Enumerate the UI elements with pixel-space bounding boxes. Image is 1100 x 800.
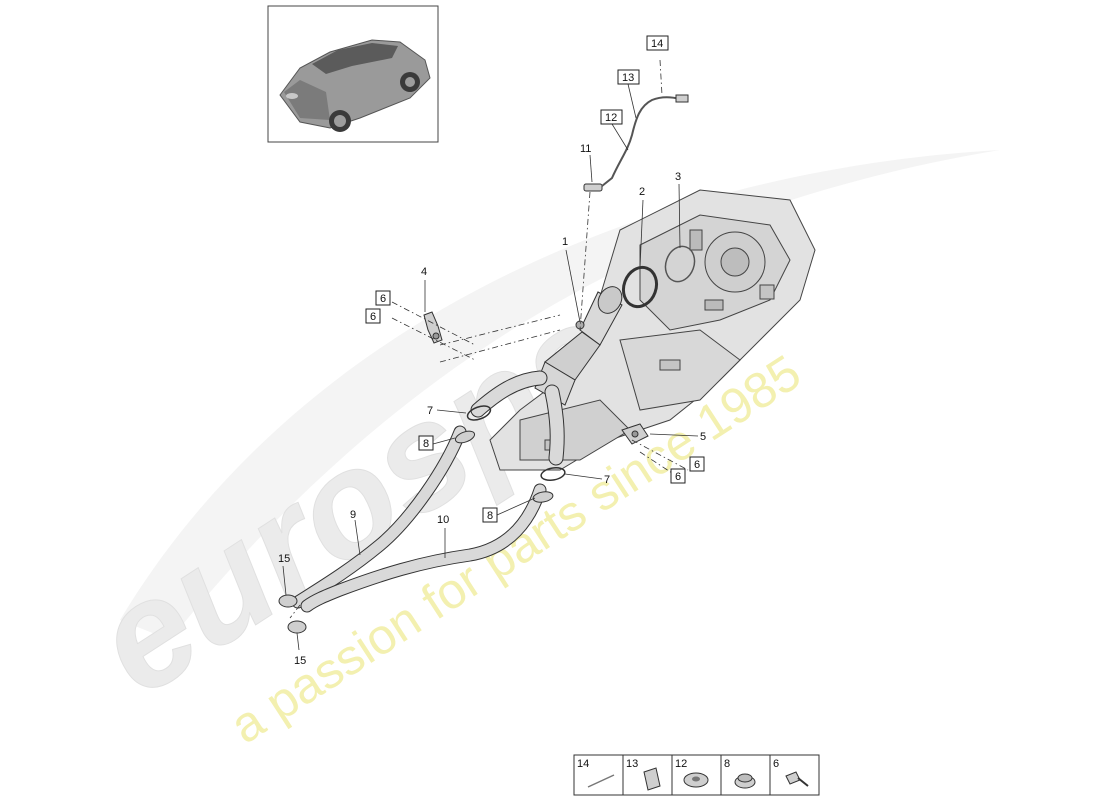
svg-text:6: 6 xyxy=(694,459,700,471)
callout-2: 2 xyxy=(639,186,645,198)
rear-pipe-10[interactable] xyxy=(300,483,547,613)
legend-cell-14[interactable]: 14 xyxy=(577,758,615,788)
bracket-5[interactable] xyxy=(621,423,649,445)
callout-box-6d: 6 xyxy=(670,468,686,484)
svg-text:13: 13 xyxy=(622,72,634,84)
svg-text:6: 6 xyxy=(675,471,681,483)
svg-text:8: 8 xyxy=(724,758,730,770)
callout-box-6a: 6 xyxy=(375,290,391,306)
svg-text:12: 12 xyxy=(675,758,687,770)
callout-3: 3 xyxy=(675,171,681,183)
sensor-wire[interactable] xyxy=(601,94,689,187)
tail-clamp-15-lower[interactable] xyxy=(287,620,307,634)
callout-15b: 15 xyxy=(294,655,306,667)
clamp-7-right[interactable] xyxy=(540,466,566,482)
svg-text:6: 6 xyxy=(380,293,386,305)
vehicle-thumbnail xyxy=(267,5,439,143)
svg-text:8: 8 xyxy=(423,438,429,450)
nut-icon xyxy=(734,773,756,789)
legend-cell-12[interactable]: 12 xyxy=(675,758,709,788)
boxed-callouts: 14 13 12 6 6 6 6 8 xyxy=(365,35,705,523)
rear-pipe-9[interactable] xyxy=(291,425,467,609)
callout-4: 4 xyxy=(421,266,427,278)
legend-cell-8[interactable]: 8 xyxy=(724,758,756,789)
callout-box-8b: 8 xyxy=(482,507,498,523)
svg-text:13: 13 xyxy=(626,758,638,770)
clamp-7-left[interactable] xyxy=(466,403,493,422)
svg-text:12: 12 xyxy=(605,112,617,124)
callout-box-13: 13 xyxy=(617,69,640,85)
callout-box-14: 14 xyxy=(646,35,669,51)
svg-text:6: 6 xyxy=(773,758,779,770)
callout-5: 5 xyxy=(700,431,706,443)
oxygen-sensor-11[interactable] xyxy=(583,183,603,192)
leader-lines xyxy=(282,83,699,651)
gasket-8-left[interactable] xyxy=(454,429,476,445)
gasket-ring-2[interactable] xyxy=(618,263,662,312)
fastener-legend: 14 13 12 8 6 xyxy=(573,754,820,796)
car-icon xyxy=(279,39,431,132)
callout-numbers: 1 2 3 4 5 7 7 9 10 11 15 15 xyxy=(278,143,706,667)
bracket-4[interactable] xyxy=(423,311,443,344)
assembly-guide-lines xyxy=(289,59,689,619)
callout-11: 11 xyxy=(580,143,591,155)
callout-box-6c: 6 xyxy=(689,456,705,472)
svg-text:6: 6 xyxy=(370,311,376,323)
svg-text:14: 14 xyxy=(651,38,663,50)
svg-text:14: 14 xyxy=(577,758,589,770)
y-pipe-right-branch[interactable] xyxy=(544,384,565,466)
callout-10: 10 xyxy=(437,514,449,526)
callout-7a: 7 xyxy=(427,405,433,417)
legend-cell-13[interactable]: 13 xyxy=(626,758,661,791)
tail-clamp-15-upper[interactable] xyxy=(278,594,298,608)
callout-box-6b: 6 xyxy=(365,308,381,324)
legend-cell-6[interactable]: 6 xyxy=(773,758,809,787)
svg-text:8: 8 xyxy=(487,510,493,522)
callout-9: 9 xyxy=(350,509,356,521)
grommet-icon xyxy=(683,772,709,788)
callout-box-8a: 8 xyxy=(418,435,434,451)
watermark-swoosh xyxy=(120,150,1000,640)
engine-assembly xyxy=(489,189,816,471)
clip-icon xyxy=(643,767,661,791)
gasket-ring-3[interactable] xyxy=(661,242,700,285)
wire-icon xyxy=(587,774,615,788)
callout-15a: 15 xyxy=(278,553,290,565)
callout-1: 1 xyxy=(562,236,568,248)
bolt-icon xyxy=(785,771,809,787)
callout-box-12: 12 xyxy=(600,109,623,125)
callout-7b: 7 xyxy=(604,474,610,486)
